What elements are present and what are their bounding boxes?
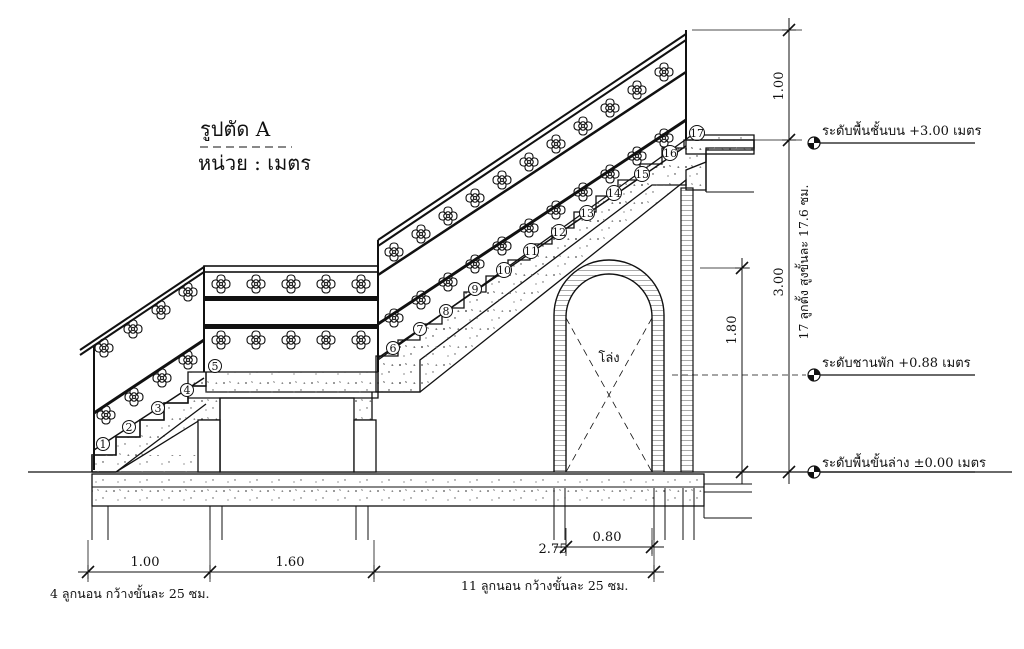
- arched-opening: โล่ง: [553, 259, 665, 473]
- svg-text:8: 8: [443, 305, 450, 318]
- step-number: 14: [606, 185, 622, 201]
- step-number: 9: [468, 282, 482, 296]
- step-number: 7: [413, 322, 427, 336]
- svg-text:14: 14: [607, 187, 621, 200]
- svg-text:4: 4: [184, 384, 191, 397]
- railing-height-dim: 1.00: [772, 72, 787, 101]
- level-lower-label: ระดับพื้นขั้นล่าง ±0.00 เมตร: [822, 453, 986, 471]
- tread-note-left: 4 ลูกนอน กว้างขั้นละ 25 ซม.: [50, 584, 209, 602]
- opening-width-dim: 0.80: [593, 530, 622, 545]
- svg-text:11: 11: [524, 245, 538, 258]
- step-number: 15: [634, 166, 650, 182]
- step-numbers: 1 2 3 4 5 6 7 8 9 10 11 12 13 14 15 16 1…: [96, 125, 705, 451]
- step-number: 8: [439, 304, 453, 318]
- svg-text:9: 9: [472, 283, 479, 296]
- span-1-dim: 1.00: [131, 555, 160, 570]
- brick-column: [680, 187, 694, 473]
- svg-text:7: 7: [417, 323, 424, 336]
- svg-text:13: 13: [580, 207, 594, 220]
- step-number: 6: [386, 341, 400, 355]
- step-number: 10: [496, 262, 512, 278]
- span-3-dim: 2.75: [539, 542, 568, 557]
- svg-text:10: 10: [497, 264, 511, 277]
- step-number: 16: [662, 145, 678, 161]
- span-2-dim: 1.60: [276, 555, 305, 570]
- unit-label: หน่วย : เมตร: [198, 151, 311, 175]
- step-number: 11: [523, 243, 539, 259]
- vertical-dimensions: 1.00 3.00 1.80 17 ลูกตั้ง สูงขั้นละ 17.6…: [692, 18, 812, 484]
- level-landing-label: ระดับชานพัก +0.88 เมตร: [822, 356, 971, 371]
- void-label: โล่ง: [598, 350, 619, 366]
- level-markers: ระดับพื้นชั้นบน +3.00 เมตร ระดับชานพัก +…: [672, 121, 986, 479]
- step-number: 5: [208, 359, 222, 373]
- upper-floor-slab: [685, 139, 755, 193]
- landing-slab: [187, 371, 379, 399]
- riser-note: 17 ลูกตั้ง สูงขั้นละ 17.6 ซม.: [794, 185, 812, 340]
- landing-support: [197, 397, 377, 473]
- svg-text:15: 15: [635, 168, 649, 181]
- railing-landing: [203, 240, 379, 372]
- step-number: 2: [122, 420, 136, 434]
- tread-note-right: 11 ลูกนอน กว้างขั้นละ 25 ซม.: [461, 576, 628, 594]
- horizontal-dimensions: 1.00 1.60 2.75 0.80 4 ลูกนอน กว้างขั้นละ…: [50, 528, 664, 602]
- svg-text:6: 6: [390, 342, 397, 355]
- level-upper-label: ระดับพื้นชั้นบน +3.00 เมตร: [822, 121, 982, 139]
- step-number: 17: [689, 125, 705, 141]
- svg-text:5: 5: [212, 360, 219, 373]
- step-number: 3: [151, 401, 165, 415]
- section-title: รูปตัด A: [200, 117, 271, 142]
- step-number: 13: [579, 205, 595, 221]
- step-number: 12: [551, 224, 567, 240]
- opening-height-dim: 1.80: [725, 316, 740, 345]
- ground-beam: [91, 473, 752, 540]
- step-number: 4: [180, 383, 194, 397]
- svg-text:12: 12: [552, 226, 566, 239]
- svg-text:17: 17: [690, 127, 704, 140]
- step-number: 1: [96, 437, 110, 451]
- svg-text:1: 1: [100, 438, 107, 451]
- svg-text:2: 2: [126, 421, 133, 434]
- svg-text:3: 3: [155, 402, 162, 415]
- title-block: รูปตัด A หน่วย : เมตร: [198, 117, 311, 175]
- total-height-dim: 3.00: [772, 268, 787, 297]
- svg-text:16: 16: [663, 147, 677, 160]
